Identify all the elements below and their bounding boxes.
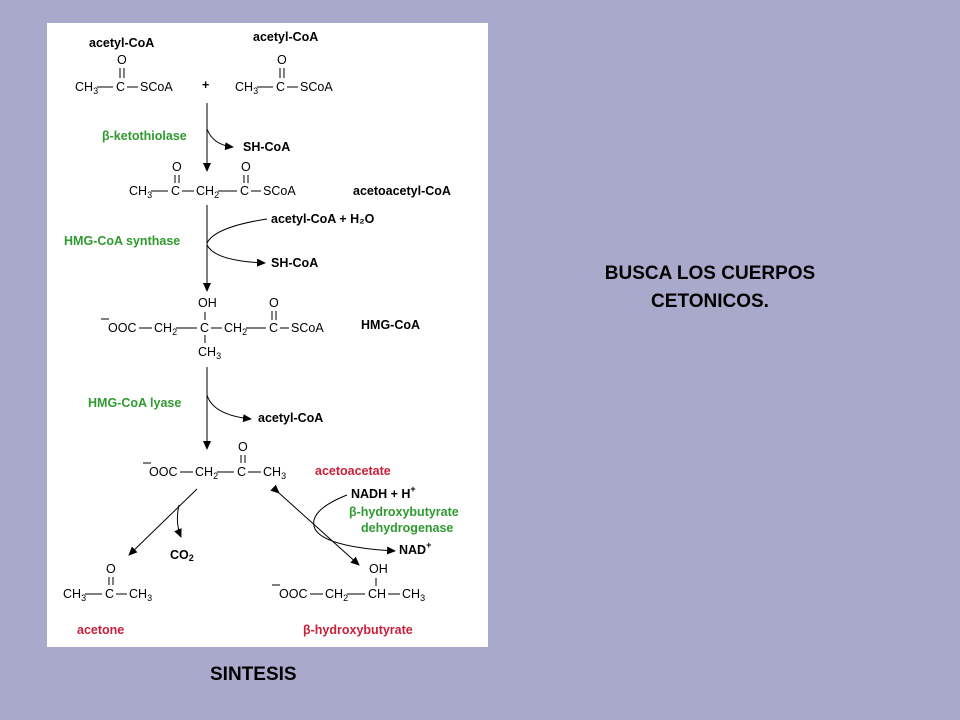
sh-coa-label-1: SH-CoA (243, 140, 290, 154)
sh-coa-label-2: SH-CoA (271, 256, 318, 270)
hmg-coa-synthase-label: HMG-CoA synthase (64, 234, 180, 248)
svg-text:O: O (238, 440, 248, 454)
co2-release-arrow (174, 504, 182, 538)
svg-text:CH2: CH2 (195, 465, 218, 481)
acetyl-coa-structure-2: O CH3 C SCoA (235, 53, 333, 96)
acetyl-coa-h2o-label: acetyl-CoA + H₂O (271, 212, 375, 226)
reversible-reduction-arrow (270, 484, 360, 566)
svg-text:CH2: CH2 (154, 321, 177, 337)
svg-text:C: C (116, 80, 125, 94)
slide-title-line-2: CETONICOS. (651, 291, 769, 312)
acetyl-coa-structure-1: O CH3 C SCoA (75, 53, 173, 96)
acetyl-coa-release-arrow (206, 394, 252, 423)
acetoacetate-label: acetoacetate (315, 464, 391, 478)
acetone-structure: O CH3 C CH3 (63, 562, 152, 603)
svg-text:CH3: CH3 (129, 587, 152, 603)
beta-ketothiolase-label: β-ketothiolase (102, 129, 187, 143)
svg-text:OOC: OOC (149, 465, 177, 479)
svg-text:SCoA: SCoA (263, 184, 296, 198)
plus-sign: + (202, 78, 209, 92)
svg-text:SCoA: SCoA (300, 80, 333, 94)
acetoacetyl-coa-label: acetoacetyl-CoA (353, 184, 451, 198)
svg-text:CH2: CH2 (196, 184, 219, 200)
svg-text:CH2: CH2 (325, 587, 348, 603)
svg-text:C: C (276, 80, 285, 94)
acetyl-coa-label-1: acetyl-CoA (89, 36, 154, 50)
diagram-caption: SINTESIS (210, 664, 297, 685)
nadh-to-nad-curve (313, 494, 396, 555)
hmg-coa-lyase-label: HMG-CoA lyase (88, 396, 181, 410)
nad-label: NAD+ (399, 540, 431, 557)
svg-text:CH3: CH3 (63, 587, 86, 603)
svg-text:SCoA: SCoA (140, 80, 173, 94)
svg-text:CH3: CH3 (235, 80, 258, 96)
pathway-diagram-panel: acetyl-CoA acetyl-CoA O CH3 C SCoA + O C… (47, 23, 488, 647)
svg-text:OH: OH (198, 296, 217, 310)
svg-text:O: O (117, 53, 127, 67)
slide-title: BUSCA LOS CUERPOS CETONICOS. (560, 260, 860, 316)
svg-text:O: O (106, 562, 116, 576)
hydroxybutyrate-dehydrogenase-label-2: dehydrogenase (361, 521, 453, 535)
svg-text:CH3: CH3 (402, 587, 425, 603)
svg-text:OOC: OOC (279, 587, 307, 601)
to-acetone-arrow (128, 488, 198, 556)
svg-text:C: C (200, 321, 209, 335)
svg-text:O: O (277, 53, 287, 67)
svg-text:C: C (105, 587, 114, 601)
svg-text:OH: OH (369, 562, 388, 576)
svg-text:CH3: CH3 (198, 345, 221, 361)
svg-text:O: O (172, 160, 182, 174)
svg-text:C: C (269, 321, 278, 335)
hmg-coa-label: HMG-CoA (361, 318, 420, 332)
acetyl-coa-input-curve (206, 218, 268, 244)
svg-text:CH3: CH3 (129, 184, 152, 200)
svg-text:O: O (269, 296, 279, 310)
svg-text:C: C (171, 184, 180, 198)
svg-text:C: C (240, 184, 249, 198)
acetyl-coa-label-3: acetyl-CoA (258, 411, 323, 425)
hydroxybutyrate-dehydrogenase-label-1: β-hydroxybutyrate (349, 505, 459, 519)
acetyl-coa-label-2: acetyl-CoA (253, 30, 318, 44)
acetone-label: acetone (77, 623, 124, 637)
ketogenesis-diagram: acetyl-CoA acetyl-CoA O CH3 C SCoA + O C… (63, 30, 459, 637)
svg-text:SCoA: SCoA (291, 321, 324, 335)
svg-text:O: O (241, 160, 251, 174)
svg-text:CH: CH (368, 587, 386, 601)
svg-text:CH2: CH2 (224, 321, 247, 337)
slide-title-line-1: BUSCA LOS CUERPOS (604, 263, 816, 284)
sh-coa-release-arrow-2 (206, 244, 266, 267)
svg-text:C: C (237, 465, 246, 479)
co2-label: CO2 (170, 548, 194, 563)
hmg-coa-structure: OH O OOC CH2 C CH2 C SCoA CH3 (101, 296, 324, 361)
sh-coa-release-arrow-1 (206, 128, 234, 151)
acetoacetate-structure: O OOC CH2 C CH3 (143, 440, 286, 481)
svg-text:OOC: OOC (108, 321, 136, 335)
svg-text:CH3: CH3 (75, 80, 98, 96)
svg-text:CH3: CH3 (263, 465, 286, 481)
beta-hydroxybutyrate-label: β-hydroxybutyrate (303, 623, 413, 637)
nadh-label: NADH + H+ (351, 484, 416, 501)
acetoacetyl-coa-structure: O O CH3 C CH2 C SCoA (129, 160, 296, 200)
beta-hydroxybutyrate-structure: OH OOC CH2 CH CH3 (272, 562, 425, 603)
